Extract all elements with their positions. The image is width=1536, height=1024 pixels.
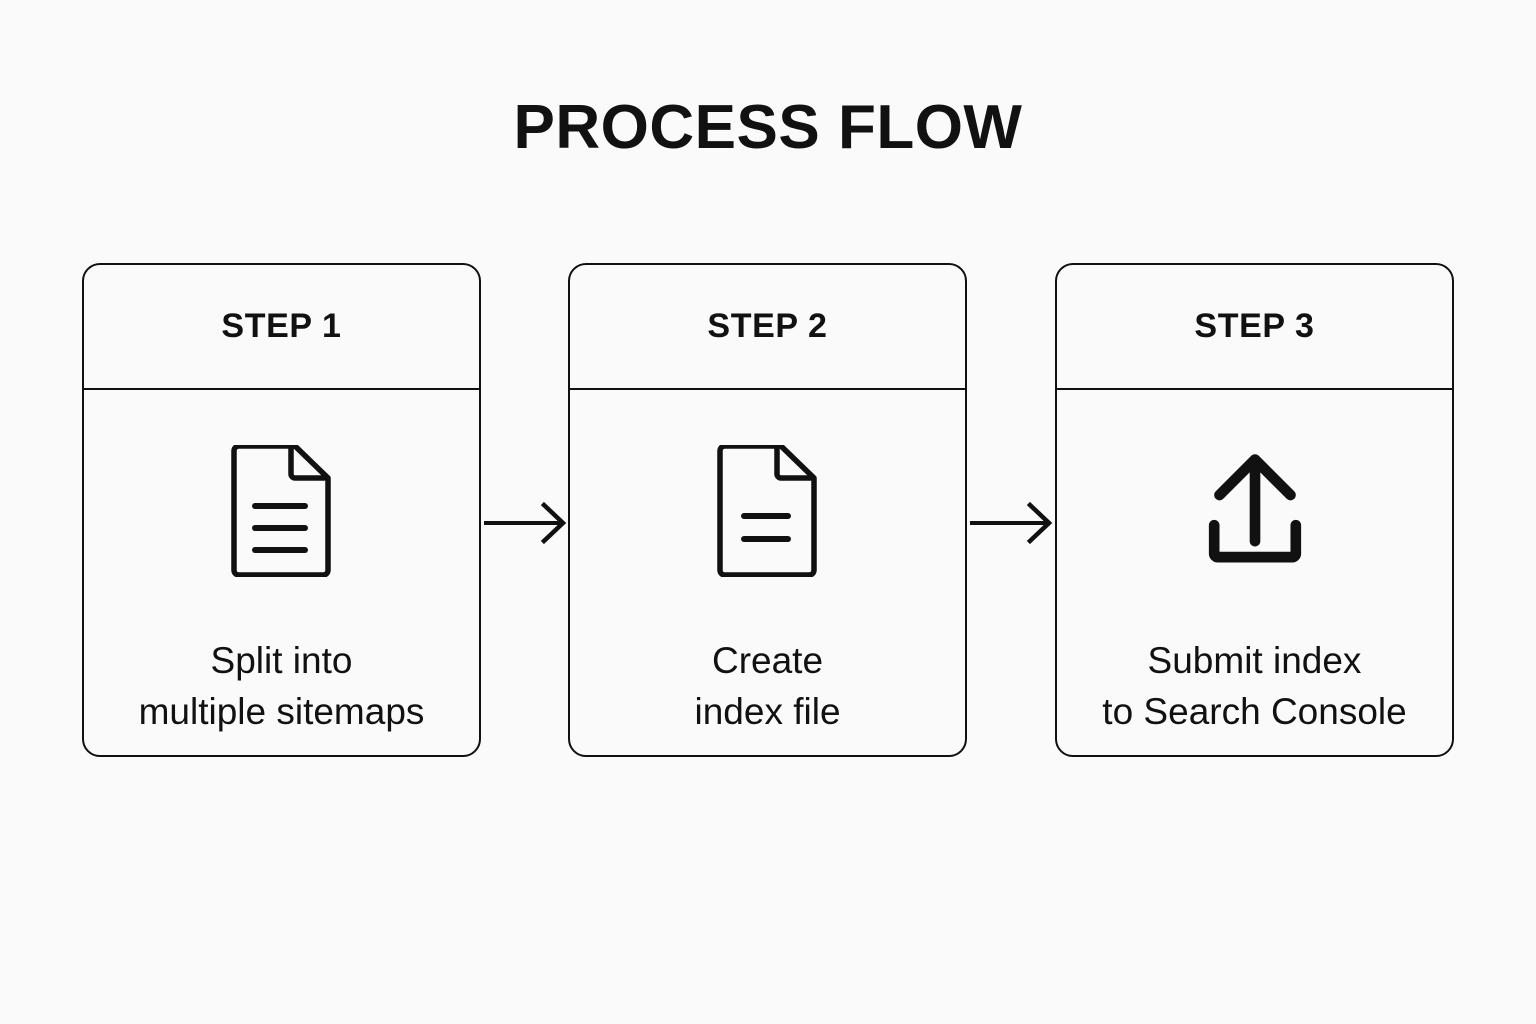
step-card-3-header-label: STEP 3 (1194, 307, 1315, 345)
step-card-1-caption: Split into multiple sitemaps (84, 635, 479, 737)
step-card-3[interactable]: STEP 3 Submit index to Search Console (1055, 263, 1454, 757)
step-card-1-caption-line-1: Split into (210, 640, 353, 681)
step-card-2-caption-line-1: Create (711, 640, 824, 681)
step-card-3-body: Submit index to Search Console (1057, 390, 1452, 755)
step-card-1-header: STEP 1 (84, 265, 479, 390)
step-card-1[interactable]: STEP 1 Split into multiple sitemaps (82, 263, 481, 757)
step-card-1-caption-line-2: multiple sitemaps (138, 691, 425, 733)
process-flow-diagram: STEP 1 Split into multiple sitemaps (82, 263, 1456, 759)
step-card-2-header-label: STEP 2 (707, 307, 828, 345)
step-card-3-caption-line-2: to Search Console (1102, 691, 1407, 733)
flow-arrow-1 (482, 497, 570, 549)
flow-arrow-2 (968, 497, 1056, 549)
document-lines-icon (713, 438, 823, 583)
step-card-1-header-label: STEP 1 (221, 307, 342, 345)
page-title: PROCESS FLOW (513, 93, 1023, 162)
step-card-2-caption-line-2: index file (694, 691, 841, 733)
step-card-2-body: Create index file (570, 390, 965, 755)
step-card-2-header: STEP 2 (570, 265, 965, 390)
step-card-2-caption: Create index file (570, 635, 965, 737)
document-lines-icon (227, 438, 337, 583)
step-card-3-caption: Submit index to Search Console (1057, 635, 1452, 737)
step-card-1-body: Split into multiple sitemaps (84, 390, 479, 755)
upload-icon (1200, 438, 1310, 583)
step-card-2[interactable]: STEP 2 Create index file (568, 263, 967, 757)
step-card-3-header: STEP 3 (1057, 265, 1452, 390)
step-card-3-caption-line-1: Submit index (1147, 640, 1362, 681)
